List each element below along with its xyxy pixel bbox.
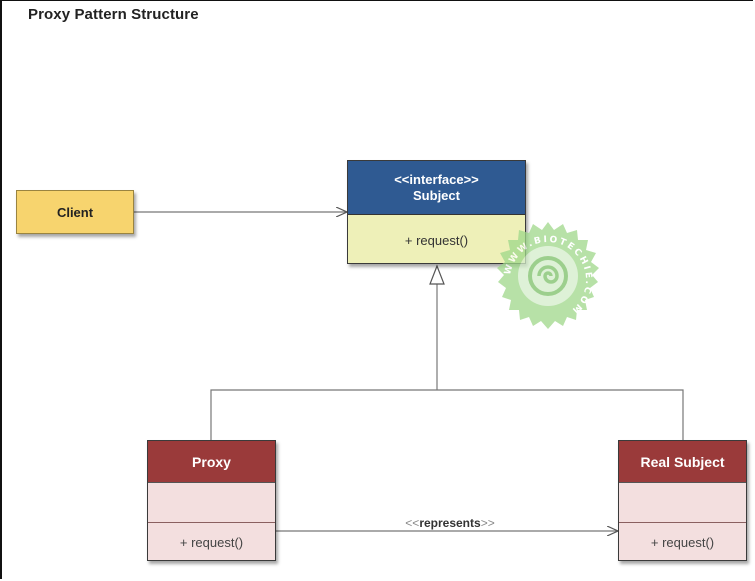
subject-stereotype: <<interface>> [394,171,479,187]
inheritance-triangle [429,264,445,285]
seal-shape [497,222,599,329]
subject-name: Subject [413,187,460,203]
real-inheritance-line [437,389,684,440]
client-box: Client [16,190,134,234]
client-label: Client [56,204,94,220]
proxy-attributes [148,483,275,523]
real-subject-attributes [619,483,746,523]
proxy-header: Proxy [148,441,275,483]
real-subject-operation: + request() [650,535,715,550]
proxy-class-box: Proxy + request() [147,440,276,561]
real-subject-class-box: Real Subject + request() [618,440,747,561]
subject-operation: + request() [404,232,469,248]
diagram-title: Proxy Pattern Structure [28,6,199,23]
represents-text: represents [419,516,481,530]
stereotype-close: >> [480,516,495,530]
biotechie-watermark-logo: WWW.BIOTECHIE.COM [497,222,599,329]
real-subject-header: Real Subject [619,441,746,483]
subject-interface-box: <<interface>> Subject + request() [347,160,526,264]
proxy-operation: + request() [179,535,244,550]
represents-label: <<represents>> [390,516,510,530]
subject-header: <<interface>> Subject [348,161,525,215]
proxy-inheritance-line [210,389,437,440]
stereotype-open: << [405,516,420,530]
